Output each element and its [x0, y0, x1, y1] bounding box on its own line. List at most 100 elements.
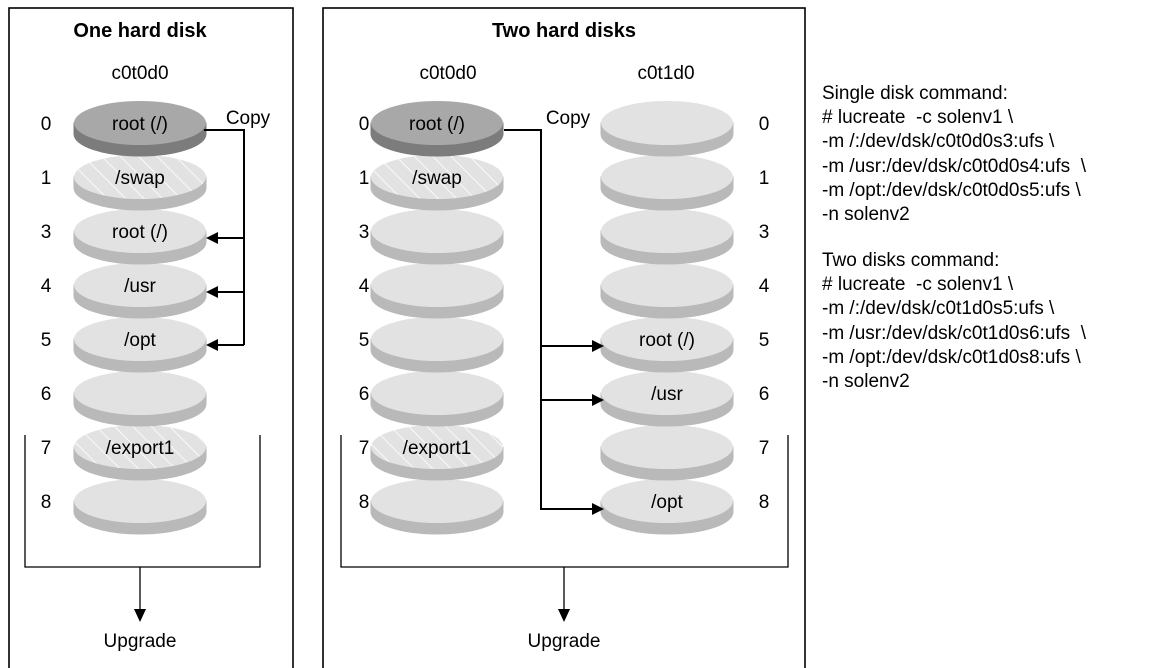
disk-slice: /export1 — [370, 425, 504, 481]
slice-number: 3 — [759, 222, 770, 243]
slice-number: 1 — [759, 168, 770, 189]
disk-slice-hatch — [371, 155, 503, 199]
slice-number: 0 — [759, 114, 770, 135]
two-disks-upgrade-bracket — [340, 435, 789, 610]
command-line: # lucreate -c solenv1 \ — [822, 107, 1014, 129]
command-line: Single disk command: — [822, 83, 1008, 104]
command-line: -m /usr:/dev/dsk/c0t0d0s4:ufs \ — [822, 155, 1086, 177]
disk-slice — [370, 263, 504, 319]
slice-number: 7 — [759, 438, 770, 459]
slice-number: 5 — [41, 330, 52, 351]
arrow-head-icon — [206, 232, 218, 244]
slice-number: 5 — [759, 330, 770, 351]
disk-slice-top — [601, 263, 733, 307]
disk-slice-top — [371, 317, 503, 361]
arrow-down-icon — [558, 609, 570, 622]
disk-slice-top — [371, 263, 503, 307]
disk-slice: /usr — [73, 263, 207, 319]
slice-label: /export1 — [106, 438, 175, 459]
disk-slice — [600, 101, 734, 157]
disk-slice-hatch — [74, 155, 206, 199]
disk-slice: /usr — [600, 371, 734, 427]
slice-label: /swap — [115, 168, 165, 189]
disk-slice: /export1 — [73, 425, 207, 481]
disk-slice-top — [601, 479, 733, 523]
disk-slice-top — [371, 479, 503, 523]
disk-slice — [370, 317, 504, 373]
slice-number: 4 — [41, 276, 52, 297]
one-disk-copy-connector — [204, 129, 245, 346]
two-disks-device-a-name: c0t0d0 — [419, 63, 476, 84]
arrow-head-icon — [592, 340, 604, 352]
disk-slice-top — [371, 101, 503, 145]
disk-slice-top — [601, 209, 733, 253]
two-disks-upgrade-label: Upgrade — [528, 631, 601, 652]
command-line: -n solenv2 — [822, 203, 910, 225]
disk-slice-hatch — [371, 425, 503, 469]
slice-number: 3 — [41, 222, 52, 243]
disk-slice — [370, 209, 504, 265]
disk-slice-top — [74, 371, 206, 415]
two-disks-copy-connector — [504, 129, 592, 510]
disk-slice: /swap — [73, 155, 207, 211]
command-line: -n solenv2 — [822, 370, 910, 392]
command-line: # lucreate -c solenv1 \ — [822, 274, 1014, 296]
slice-number: 6 — [359, 384, 370, 405]
disk-slice-top — [371, 371, 503, 415]
disk-slice-top — [601, 317, 733, 361]
disk-slice-top — [601, 101, 733, 145]
one-disk-upgrade-label: Upgrade — [104, 631, 177, 652]
two-disks-device-b-name: c0t1d0 — [637, 63, 694, 84]
arrow-head-icon — [592, 503, 604, 515]
disk-slice: /opt — [600, 479, 734, 535]
slice-label: /opt — [124, 330, 156, 351]
slice-label: /opt — [651, 492, 683, 513]
disk-slice-top — [601, 155, 733, 199]
command-line: -m /opt:/dev/dsk/c0t1d0s8:ufs \ — [822, 346, 1081, 368]
two-disks-title: Two hard disks — [492, 20, 636, 42]
slice-label: root (/) — [639, 330, 695, 351]
disk-slice — [370, 479, 504, 535]
disk-slice-top — [601, 425, 733, 469]
disk-slice-top — [74, 479, 206, 523]
disk-slice — [600, 425, 734, 481]
disk-slice: root (/) — [73, 101, 207, 157]
command-line: -m /usr:/dev/dsk/c0t1d0s6:ufs \ — [822, 322, 1086, 344]
disk-slice — [73, 371, 207, 427]
arrow-down-icon — [134, 609, 146, 622]
slice-number: 4 — [759, 276, 770, 297]
disk-slice-hatch — [74, 425, 206, 469]
disk-slice: root (/) — [370, 101, 504, 157]
two-disks-copy-arrowheads — [592, 340, 604, 515]
arrow-head-icon — [592, 394, 604, 406]
disk-slice: root (/) — [600, 317, 734, 373]
two-disks-panel — [322, 7, 806, 668]
slice-label: root (/) — [112, 114, 168, 135]
slice-number: 0 — [41, 114, 52, 135]
disk-slice-top — [74, 317, 206, 361]
slice-number: 8 — [759, 492, 770, 513]
slice-number: 5 — [359, 330, 370, 351]
one-disk-title: One hard disk — [73, 20, 207, 42]
slice-number: 1 — [41, 168, 52, 189]
disk-slice — [370, 371, 504, 427]
disk-slice — [600, 209, 734, 265]
one-disk-device-name: c0t0d0 — [111, 63, 168, 84]
command-line: Two disks command: — [822, 250, 1000, 271]
slice-number: 4 — [359, 276, 370, 297]
disk-slice — [73, 479, 207, 535]
disk-slice — [600, 263, 734, 319]
arrow-head-icon — [206, 286, 218, 298]
slice-label: /swap — [412, 168, 462, 189]
slice-label: /usr — [651, 384, 683, 405]
slice-label: root (/) — [112, 222, 168, 243]
slice-number: 8 — [41, 492, 52, 513]
one-disk-upgrade-bracket — [24, 435, 261, 610]
disk-slice: /swap — [370, 155, 504, 211]
arrow-head-icon — [206, 339, 218, 351]
command-line: -m /opt:/dev/dsk/c0t0d0s5:ufs \ — [822, 179, 1081, 201]
